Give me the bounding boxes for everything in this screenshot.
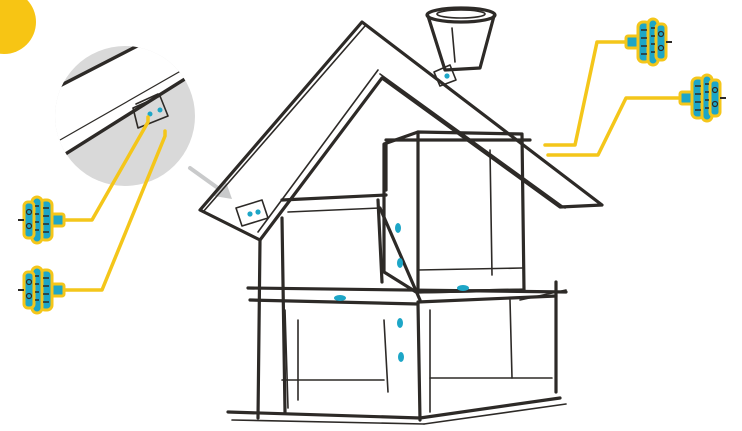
coax-plug-icon <box>18 267 64 313</box>
coax-plug-icon <box>680 75 726 121</box>
roof <box>200 22 602 240</box>
roof-outlet-zoomed <box>236 200 268 226</box>
coax-plug-icon <box>18 197 64 243</box>
coax-plug-icon <box>626 19 672 65</box>
chimney-cup <box>427 8 495 70</box>
pointer-arrow-icon <box>190 168 232 199</box>
